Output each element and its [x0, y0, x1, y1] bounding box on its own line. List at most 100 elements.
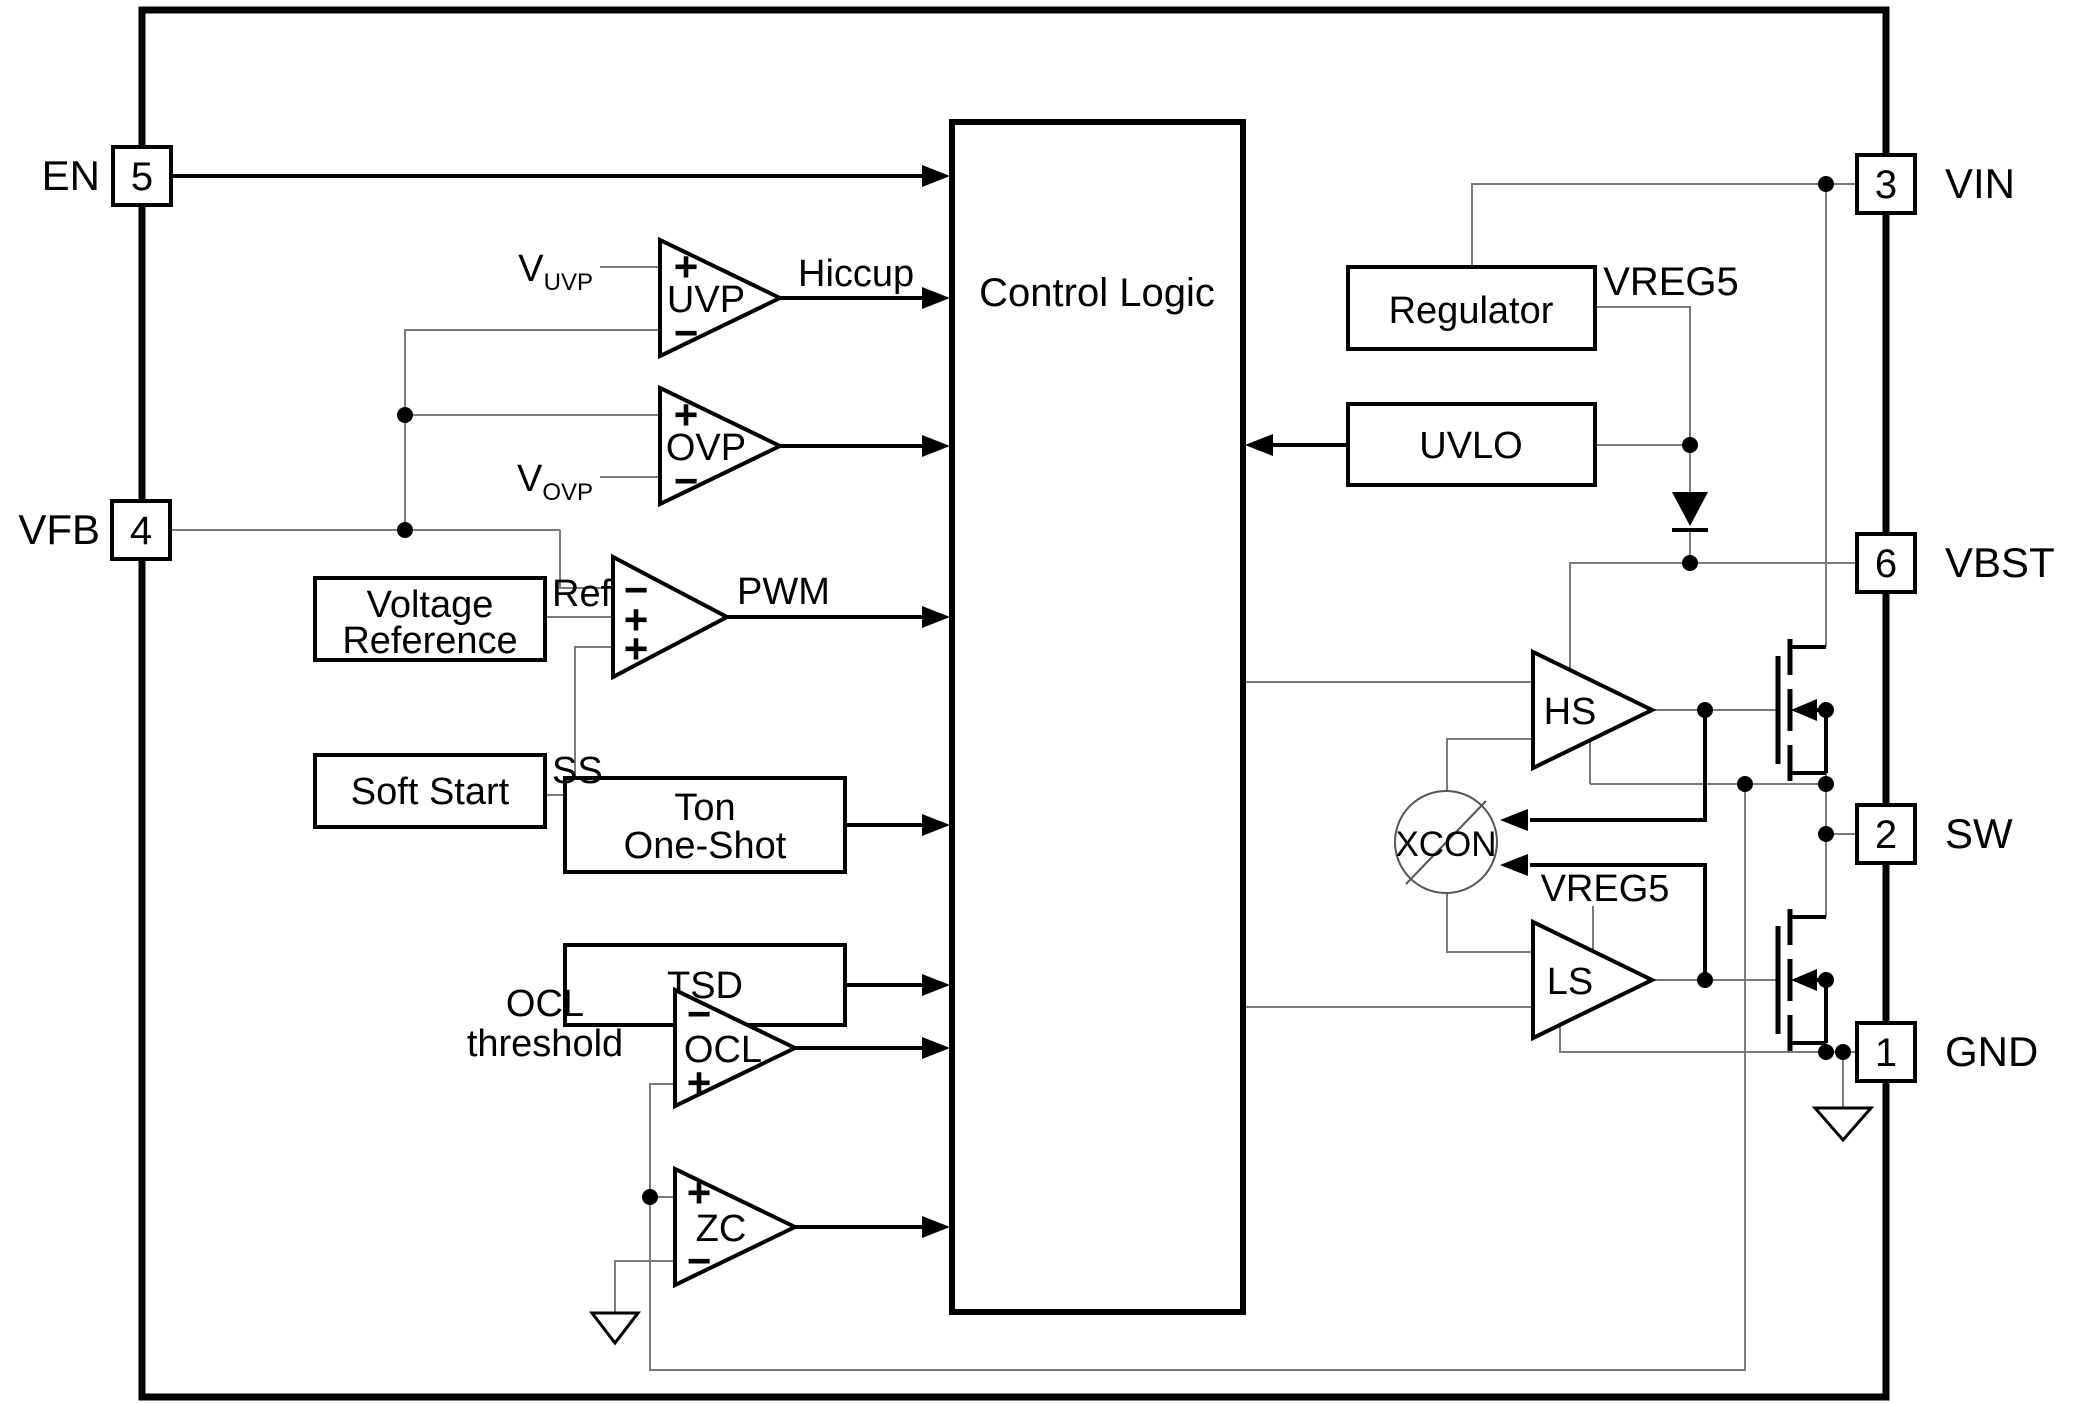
regulator-box: [1346, 265, 1597, 351]
arrowhead-ocl: [922, 1037, 950, 1059]
soft-start-label: Soft Start: [351, 771, 510, 813]
ton-one-shot-box: [563, 776, 847, 874]
junction-dot: [1818, 972, 1834, 988]
ground-icon-zc: [588, 1311, 642, 1346]
ground-icon-gnd-pin: [1811, 1106, 1875, 1143]
voltage-reference-label-line1: Voltage: [367, 584, 494, 626]
signal-wires: [171, 165, 1707, 1238]
pin-number-en: 5: [131, 155, 153, 199]
arrowhead-zc: [922, 1216, 950, 1238]
ocl-threshold-label-line1: OCL: [506, 983, 584, 1025]
wire-gnd: [1559, 1025, 1857, 1053]
uvp-plus-sign: +: [674, 243, 699, 290]
wire-current-sense: [649, 784, 1746, 1371]
uvp-triangle: [658, 236, 785, 360]
ocl-comparator: − OCL +: [673, 986, 800, 1110]
vovp-label: VOVP: [517, 458, 593, 506]
hs-mosfet: [1775, 639, 1828, 781]
ocl-triangle: [673, 986, 800, 1110]
hs-driver-label: HS: [1544, 691, 1597, 733]
junction-dot: [1818, 1044, 1834, 1060]
vuvp-label-sub: UVP: [544, 269, 593, 296]
arrowhead-tsd: [922, 974, 950, 996]
arrowhead-xcon-lower: [1500, 854, 1528, 876]
wire-vfb-riser-uvp-minus: [404, 329, 660, 530]
ovp-label: OVP: [666, 427, 746, 469]
junction-dot: [397, 522, 413, 538]
xcon-block: XCON: [1394, 790, 1498, 894]
ls-mosfet: [1775, 909, 1828, 1051]
junction-dot: [1697, 702, 1713, 718]
junction-dot: [1682, 555, 1698, 571]
xcon-label: XCON: [1395, 825, 1496, 864]
junction-dot: [1818, 702, 1834, 718]
junction-dot: [1682, 437, 1698, 453]
ic-outline: [138, 6, 1890, 1401]
wire-zc-minus-ground: [614, 1260, 675, 1313]
pin-label-vin: VIN: [1945, 160, 2015, 207]
pwm-triangle: [611, 553, 732, 681]
uvp-comparator: + UVP −: [658, 236, 785, 360]
uvp-minus-sign: −: [674, 309, 699, 356]
function-blocks: Voltage Reference Soft Start Ton One-Sho…: [313, 265, 1597, 1027]
vuvp-label: VUVP: [518, 248, 593, 296]
pwm-plus-sign-1: +: [624, 596, 649, 643]
ref-label: Ref: [552, 573, 612, 615]
arrowhead-pwm: [922, 606, 950, 628]
pin-gnd: 1 GND: [1855, 1021, 2038, 1083]
junction-dot: [1835, 1044, 1851, 1060]
junction-dot: [1697, 972, 1713, 988]
pin-number-sw: 2: [1875, 813, 1897, 857]
ovp-triangle: [658, 384, 785, 508]
pin-sw: 2 SW: [1855, 803, 2013, 865]
control-logic-label: Control Logic: [979, 271, 1215, 315]
pin-number-gnd: 1: [1875, 1031, 1897, 1075]
pin-number-vin: 3: [1875, 163, 1897, 207]
pin-number-vfb: 4: [130, 509, 152, 553]
ocl-threshold-label-line2: threshold: [467, 1023, 623, 1065]
arrowhead-en: [922, 165, 950, 187]
ocl-plus-sign: +: [687, 1059, 712, 1106]
voltage-reference-label-line2: Reference: [342, 620, 517, 662]
junction-dot: [1818, 826, 1834, 842]
control-logic-block: Control Logic: [949, 119, 1246, 1315]
vuvp-label-v: V: [518, 248, 544, 290]
ocl-minus-sign: −: [687, 990, 712, 1037]
vreg5-label-ls: VREG5: [1541, 868, 1670, 910]
wire-vbst: [1569, 562, 1857, 670]
arrowhead-xcon-upper: [1500, 809, 1528, 831]
wire-hs-to-xcon: [1530, 710, 1707, 822]
bootstrap-diode: [1672, 492, 1708, 532]
pwm-comparator: − + +: [611, 553, 732, 681]
ovp-minus-sign: −: [674, 457, 699, 504]
ovp-comparator: + OVP −: [658, 384, 785, 508]
pwm-minus-sign: −: [624, 566, 649, 613]
hs-driver-triangle: [1531, 648, 1657, 772]
wire-ls-to-xcon: [1530, 863, 1707, 980]
zc-label: ZC: [696, 1208, 747, 1250]
ss-label: SS: [552, 750, 603, 792]
control-logic-box: [949, 119, 1246, 1315]
signal-labels: Hiccup PWM Ref SS VREG5 VREG5 VUVP VOVP …: [467, 248, 1739, 1065]
xcon-slash: [1405, 800, 1487, 885]
zc-comparator: + ZC −: [673, 1165, 800, 1289]
uvlo-label: UVLO: [1419, 425, 1522, 467]
arrowhead-ton: [922, 814, 950, 836]
pin-en: 5 EN: [42, 145, 173, 207]
ton-label-line1: Ton: [674, 787, 735, 829]
pin-label-vbst: VBST: [1945, 539, 2055, 586]
arrowhead-uvlo: [1245, 434, 1273, 456]
ls-driver-triangle: [1531, 918, 1657, 1042]
pin-box-vin: [1855, 153, 1917, 215]
nets: [170, 183, 1857, 1371]
vreg5-label-top: VREG5: [1603, 260, 1739, 304]
pin-box-vbst: [1855, 532, 1917, 594]
ocl-label: OCL: [684, 1029, 762, 1071]
uvlo-box: [1346, 402, 1597, 487]
regulator-label: Regulator: [1389, 290, 1554, 332]
zc-minus-sign: −: [687, 1237, 712, 1284]
hiccup-label: Hiccup: [798, 253, 914, 295]
pin-label-vfb: VFB: [18, 506, 100, 553]
